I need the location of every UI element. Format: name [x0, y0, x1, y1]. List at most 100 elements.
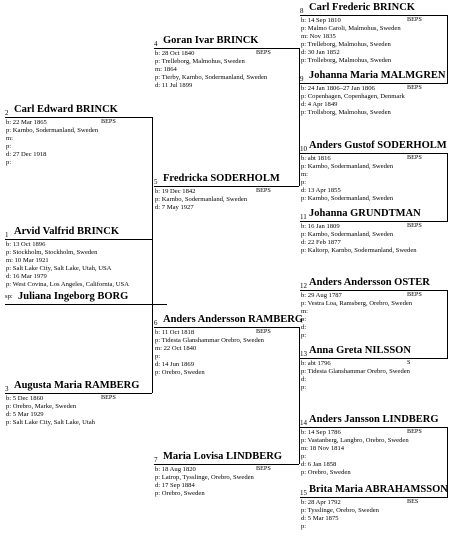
- person-detail-line: p: Karnbo, Sodermanland, Sweden: [155, 196, 248, 203]
- beps-badge: BEPS: [407, 291, 422, 298]
- name-underline: [300, 427, 448, 428]
- person-detail-line: b: 28 Oct 1840: [155, 50, 195, 57]
- person-detail-line: p: Karnbo, Sodermanland, Sweden: [301, 231, 394, 238]
- person-number: 8: [300, 7, 304, 15]
- connector-line: [152, 117, 153, 393]
- person-name: Carl Edward BRINCK: [14, 104, 118, 115]
- person-7[interactable]: 7 Maria Lovisa LINDBERG BEPS b: 18 Aug 1820…: [154, 451, 299, 521]
- person-detail-line: d:: [301, 376, 307, 383]
- person-detail-line: b: 14 Sep 1810: [301, 17, 341, 24]
- person-name: Anders Andersson RAMBERG: [163, 314, 304, 325]
- person-number: 11: [300, 213, 307, 221]
- person-number: 1: [5, 231, 9, 239]
- person-name: Anders Jansson LINDBERG: [309, 414, 439, 425]
- person-detail-line: d: 30 Jan 1852: [301, 49, 340, 56]
- person-name: Augusta Maria RAMBERG: [14, 380, 140, 391]
- person-detail-line: p: Orebro, Marke, Sweden: [6, 403, 77, 410]
- beps-badge: BEPS: [407, 16, 422, 23]
- person-detail-line: p: Trelleborg, Malmohus, Sweden: [301, 41, 391, 48]
- person-number: 13: [300, 350, 307, 358]
- person-detail-line: d: 5 Mar 1875: [301, 515, 339, 522]
- person-detail-line: d: 13 Apr 1855: [301, 187, 341, 194]
- person-number: 10: [300, 145, 307, 153]
- name-underline: [154, 464, 299, 465]
- person-detail-line: d: 11 Jul 1899: [155, 82, 193, 89]
- person-detail-line: p:: [301, 384, 307, 391]
- person-number: 14: [300, 419, 307, 427]
- person-detail-line: m: 10 Mar 1921: [6, 257, 49, 264]
- person-detail-line: p: Vestra Loa, Ramsberg, Orebro, Sweden: [301, 300, 413, 307]
- person-detail-line: b: 16 Jan 1809: [301, 223, 340, 230]
- person-detail-line: p: Karnbo, Sodermanland, Sweden: [301, 163, 394, 170]
- connector-line: [447, 153, 448, 221]
- person-detail-line: p:: [155, 353, 161, 360]
- person-detail-line: b: 14 Sep 1786: [301, 429, 341, 436]
- beps-badge: BEPS: [256, 465, 271, 472]
- beps-badge: BEPS: [407, 222, 422, 229]
- person-detail-line: d: 4 Apr 1849: [301, 101, 338, 108]
- person-name: Anders Andersson OSTER: [309, 277, 430, 288]
- person-detail-line: d: 17 Sep 1884: [155, 482, 195, 489]
- pedigree-chart: { "people": [ {"num":"1","name":"Arvid V…: [5, 2, 448, 530]
- person-detail-line: d:: [301, 324, 307, 331]
- name-underline: [300, 83, 448, 84]
- beps-badge: BEPS: [256, 328, 271, 335]
- person-detail-line: p: Copenhagen, Copenhagen, Denmark: [301, 93, 405, 100]
- person-detail-line: p:: [301, 179, 307, 186]
- person-name: Fredricka SODERHOLM: [163, 173, 280, 184]
- person-detail-line: p: Tidesta Glanshammar Orebro, Sweden: [155, 337, 264, 344]
- person-detail-line: m:: [301, 171, 308, 178]
- person-detail-line: b: 22 Mar 1865: [6, 119, 47, 126]
- person-detail-line: d: 14 Jun 1869: [155, 361, 195, 368]
- person-name: Johanna GRUNDTMAN: [309, 208, 421, 219]
- beps-badge: BEPS: [407, 84, 422, 91]
- person-detail-line: p: Orebro, Sweden: [301, 469, 351, 476]
- person-number: 2: [5, 109, 9, 117]
- beps-badge: S: [407, 359, 411, 366]
- person-detail-line: m: Nov 1835: [301, 33, 336, 40]
- person-detail-line: p:: [301, 332, 307, 339]
- person-detail-line: b: 18 Aug 1820: [155, 466, 196, 473]
- beps-badge: BEPS: [101, 394, 116, 401]
- person-number: 3: [5, 385, 9, 393]
- person-name: Johanna Maria MALMGREN: [309, 70, 446, 81]
- person-detail-line: p: Malmo Caroli, Malmohus, Sweden: [301, 25, 401, 32]
- connector-line: [447, 15, 448, 83]
- person-detail-line: p: Trolleborg, Malmohus, Sweden: [301, 57, 392, 64]
- person-detail-line: p: Trelleborg, Malmohus, Sweden: [155, 58, 245, 65]
- beps-badge: BES: [407, 498, 419, 505]
- person-detail-line: p: Tierby, Karnbo, Sodermanland, Sweden: [155, 74, 268, 81]
- person-detail-line: b: 11 Oct 1818: [155, 329, 195, 336]
- name-underline: [300, 15, 448, 16]
- connector-line: [299, 327, 300, 464]
- name-underline: [5, 393, 152, 394]
- person-detail-line: p:: [6, 159, 12, 166]
- person-detail-line: d: 27 Dec 1918: [6, 151, 47, 158]
- person-detail-line: p: Salt Lake City, Salt Lake, Utah: [6, 419, 95, 426]
- person-detail-line: p: Stockholm, Stockholm, Sweden: [6, 249, 98, 256]
- person-name: Carl Frederic BRINCK: [309, 2, 415, 13]
- person-detail-line: b: 5 Dec 1860: [6, 395, 44, 402]
- connector-line: [447, 427, 448, 497]
- person-detail-line: p: Karnbo, Sodermanland, Sweden: [301, 195, 394, 202]
- spouse-prefix: sp:: [5, 293, 13, 300]
- person-detail-line: p: Salt Lake City, Salt Lake, Utah, USA: [6, 265, 112, 272]
- name-underline: [5, 117, 152, 118]
- person-name: Maria Lovisa LINDBERG: [163, 451, 283, 462]
- person-detail-line: m: 22 Oct 1840: [155, 345, 197, 352]
- person-number: 7: [154, 456, 158, 464]
